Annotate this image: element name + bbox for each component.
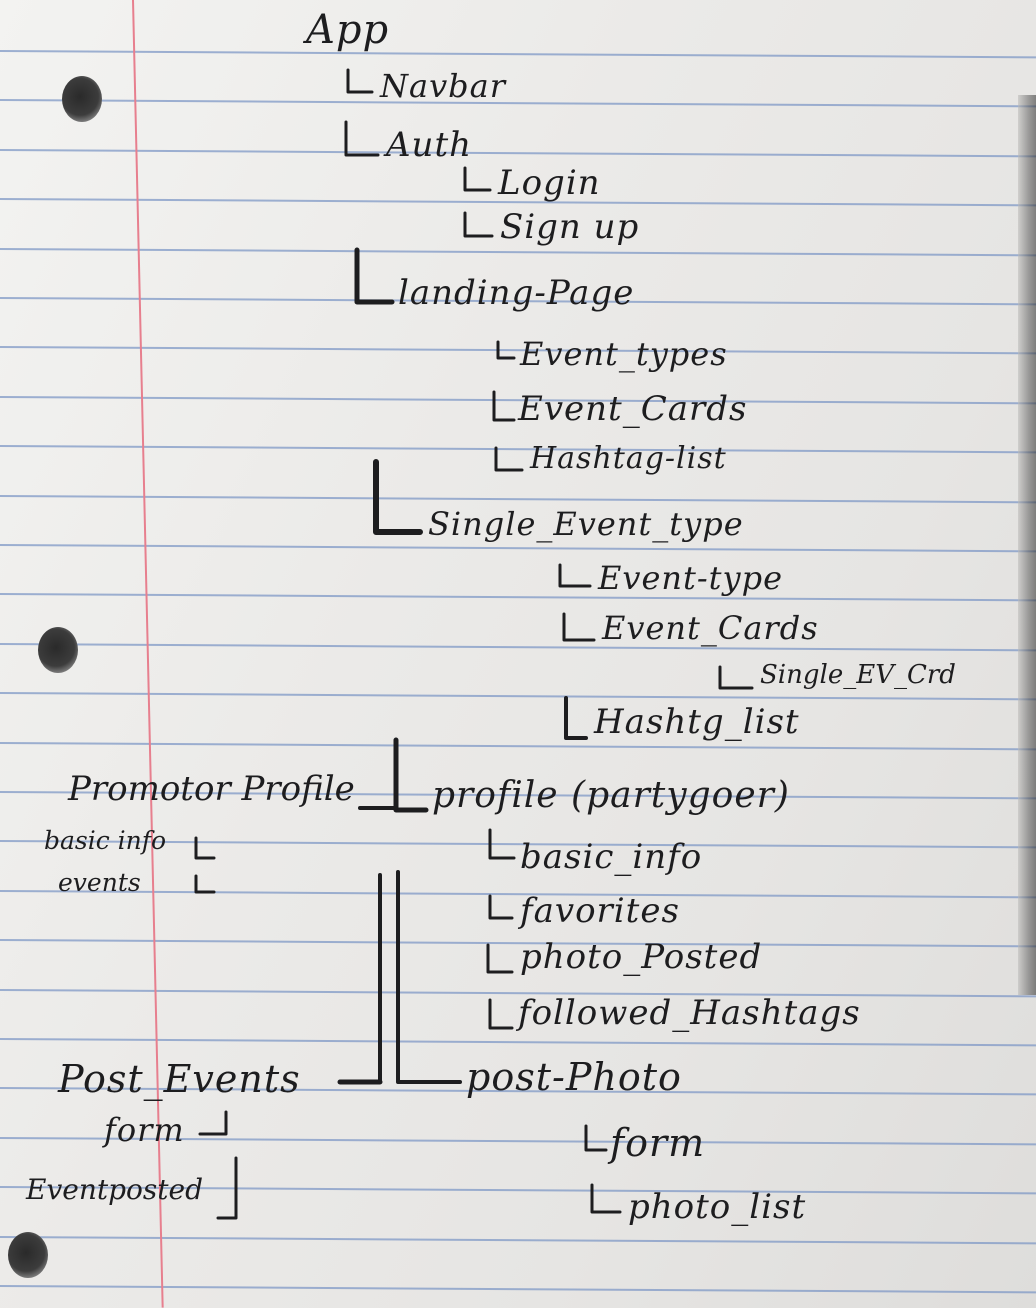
note-event-posted: Eventposted [26, 1173, 204, 1206]
page-edge-shadow [1018, 95, 1036, 995]
node-hashtag-list-2: Hashtg_list [594, 702, 800, 742]
node-signup: Sign up [500, 207, 640, 247]
tick-event-posted [216, 1156, 238, 1220]
node-auth: Auth [386, 125, 473, 165]
node-form: form [610, 1121, 706, 1165]
binder-hole-middle [38, 627, 78, 673]
node-landing-page: landing-Page [398, 273, 635, 313]
node-hashtag-list: Hashtag-list [530, 441, 727, 476]
connector-signup [463, 211, 494, 238]
connector-event-cards-2 [562, 612, 596, 642]
connector-event-cards [492, 390, 516, 422]
connector-hashtag-list [494, 446, 524, 472]
binder-hole-top [62, 76, 102, 122]
tick-form [198, 1110, 228, 1136]
connector-post-photo [378, 870, 462, 1084]
note-basic-info: basic info [44, 826, 167, 855]
connector-single-event-type [373, 459, 423, 535]
node-photo-list: photo_list [628, 1187, 807, 1227]
tick-basic-info [194, 836, 216, 860]
node-event-cards-2: Event_Cards [602, 609, 819, 647]
connector-basic-info [488, 828, 516, 860]
node-photo-posted: photo_Posted [520, 937, 763, 977]
connector-auth [344, 120, 380, 157]
connector-photo-posted [486, 943, 514, 974]
connector-event-types [496, 340, 516, 360]
connector-hashtag-list-2 [564, 696, 588, 740]
connector-profile [393, 737, 429, 813]
note-form: form [104, 1111, 185, 1149]
node-event-types: Event_types [520, 335, 728, 373]
tick-events [194, 874, 216, 894]
connector-single-ev-crd [718, 665, 754, 690]
node-login: Login [498, 163, 601, 203]
connector-followed-hashtags [488, 998, 514, 1030]
node-post-photo: post-Photo [466, 1055, 682, 1099]
note-events: events [58, 868, 141, 897]
node-followed-hashtags: followed_Hashtags [518, 993, 861, 1033]
connector-photo-list [590, 1183, 622, 1214]
node-navbar: Navbar [380, 67, 507, 105]
binder-hole-bottom [8, 1232, 48, 1278]
node-app: App [306, 7, 390, 53]
node-basic-info: basic_info [520, 837, 703, 877]
node-favorites: favorites [520, 891, 680, 931]
connector-login [463, 166, 492, 192]
connector-event-type [558, 563, 592, 588]
node-event-cards: Event_Cards [518, 389, 748, 429]
node-single-event-type: Single_Event_type [428, 505, 744, 543]
node-single-ev-crd: Single_EV_Crd [760, 660, 956, 690]
connector-favorites [488, 894, 514, 920]
note-post-events: Post_Events [58, 1057, 301, 1101]
connector-landing-page [354, 247, 395, 305]
connector-form [584, 1124, 608, 1152]
node-event-type: Event-type [598, 559, 784, 597]
node-profile: profile (partygoer) [432, 775, 790, 816]
connector-navbar [346, 68, 374, 94]
note-promotor-profile: Promotor Profile [68, 769, 355, 809]
